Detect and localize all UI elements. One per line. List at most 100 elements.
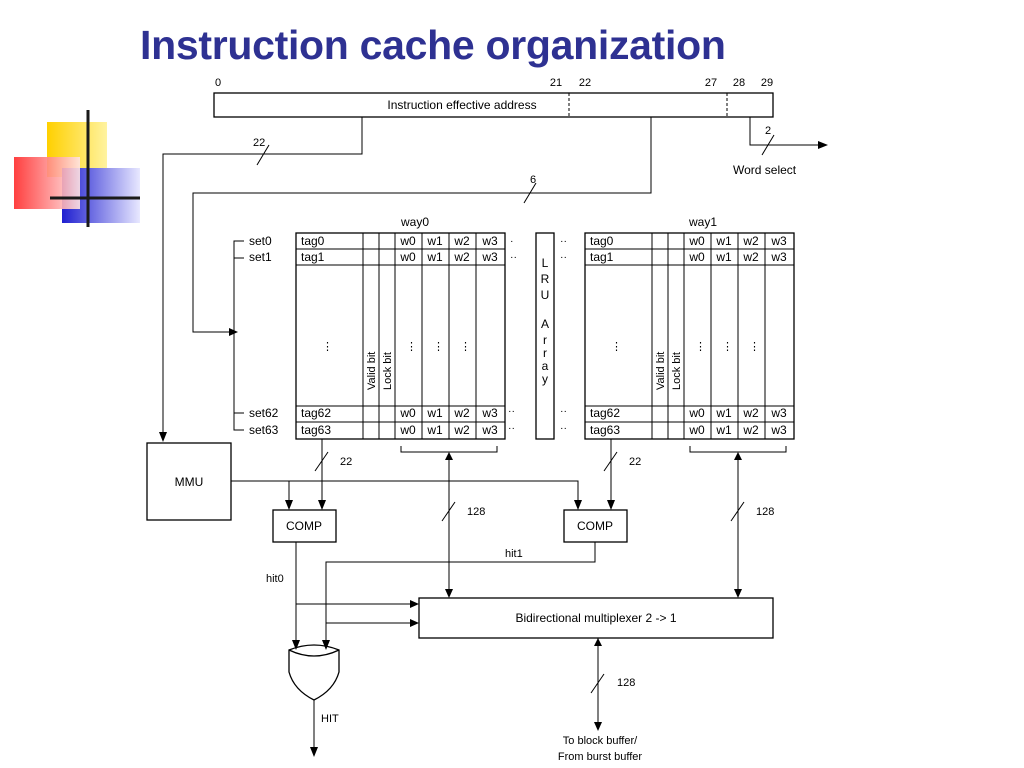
svg-text:··: ·· xyxy=(560,251,567,263)
way1-tag-output: 22 xyxy=(603,439,641,510)
way1-tag1: tag1 xyxy=(590,250,614,264)
svg-text:U: U xyxy=(541,288,550,302)
way1-label: way1 xyxy=(688,215,717,229)
svg-text:⋮: ⋮ xyxy=(611,341,622,353)
way1-word-row-62: w0 w1 w2 w3 xyxy=(688,406,787,420)
svg-text:w2: w2 xyxy=(453,250,470,264)
svg-text:w2: w2 xyxy=(742,406,759,420)
svg-text:w3: w3 xyxy=(481,234,498,248)
way1-ellipsis: ⋮ ⋮ ⋮ ⋮ xyxy=(611,341,760,353)
svg-text:⋮: ⋮ xyxy=(460,341,471,353)
svg-text:··: ·· xyxy=(560,405,567,417)
bit-29: 29 xyxy=(761,77,773,89)
bit-21: 21 xyxy=(550,77,562,89)
svg-text:⋮: ⋮ xyxy=(406,341,417,353)
hit1-signal: hit1 xyxy=(322,542,596,650)
svg-text:··: ·· xyxy=(560,422,567,434)
set1-label: set1 xyxy=(249,250,272,264)
svg-text:w3: w3 xyxy=(770,234,787,248)
lru-array: L R U A r r a y ·· ·· ·· ·· xyxy=(535,232,567,440)
svg-text:w0: w0 xyxy=(688,234,705,248)
mmu-block: MMU xyxy=(146,442,232,521)
output-bus: 128 To block buffer/ From burst buffer xyxy=(558,638,642,763)
svg-text:w2: w2 xyxy=(453,406,470,420)
or-gate: HIT xyxy=(288,644,340,757)
hit1-label: hit1 xyxy=(505,548,523,560)
multiplexer: Bidirectional multiplexer 2 -> 1 xyxy=(418,597,774,639)
svg-text:w3: w3 xyxy=(481,250,498,264)
mmu-label: MMU xyxy=(175,475,204,489)
hit0-signal: hit0 xyxy=(266,542,419,650)
svg-text:⋮: ⋮ xyxy=(722,341,733,353)
comp0-label: COMP xyxy=(286,519,322,533)
way0-word-row-1: w0 w1 w2 w3 xyxy=(399,250,498,264)
svg-text:w0: w0 xyxy=(399,423,416,437)
svg-text:··: ·· xyxy=(560,235,567,247)
svg-text:w1: w1 xyxy=(426,250,443,264)
svg-text:y: y xyxy=(542,372,548,386)
svg-text:w1: w1 xyxy=(426,406,443,420)
bit-22: 22 xyxy=(579,77,591,89)
set0-label: set0 xyxy=(249,234,272,248)
svg-text:⋮: ⋮ xyxy=(749,341,760,353)
svg-text:⋮: ⋮ xyxy=(322,341,333,353)
way0-ellipsis: ⋮ ⋮ ⋮ ⋮ xyxy=(322,341,471,353)
svg-text:w0: w0 xyxy=(688,250,705,264)
set62-label: set62 xyxy=(249,406,279,420)
way0-word-row-0: w0 w1 w2 w3 xyxy=(399,234,498,248)
way0-word-row-63: w0 w1 w2 w3 xyxy=(399,423,498,437)
way0-array: way0 set0 set1 set62 set63 tag0 tag1 tag… xyxy=(249,215,517,440)
svg-text:w0: w0 xyxy=(688,406,705,420)
way0-label: way0 xyxy=(400,215,429,229)
way1-tag63: tag63 xyxy=(590,423,620,437)
svg-text:⋮: ⋮ xyxy=(695,341,706,353)
data-brackets xyxy=(400,446,787,453)
svg-text:w2: w2 xyxy=(742,423,759,437)
svg-text:R: R xyxy=(541,272,550,286)
svg-text:w3: w3 xyxy=(770,423,787,437)
svg-text:w0: w0 xyxy=(399,406,416,420)
word-bus-width: 2 xyxy=(765,125,771,137)
way1-tag-width: 22 xyxy=(629,456,641,468)
hit-label: HIT xyxy=(321,713,339,725)
way0-lock-bit: Lock bit xyxy=(382,352,394,390)
way0-data-bus: 128 xyxy=(441,452,485,598)
decorative-logo xyxy=(14,110,140,227)
mmu-output-bus xyxy=(231,480,582,510)
way0-tag0: tag0 xyxy=(301,234,325,248)
tag-bus-width: 22 xyxy=(253,137,265,149)
bit-27: 27 xyxy=(705,77,717,89)
svg-text:w3: w3 xyxy=(770,250,787,264)
svg-text:r: r xyxy=(543,333,547,347)
way1-word-row-1: w0 w1 w2 w3 xyxy=(688,250,787,264)
way1-tag0: tag0 xyxy=(590,234,614,248)
svg-text:w2: w2 xyxy=(742,250,759,264)
way0-tag-width: 22 xyxy=(340,456,352,468)
way0-tag63: tag63 xyxy=(301,423,331,437)
svg-text:w1: w1 xyxy=(715,423,732,437)
svg-text:·: · xyxy=(510,235,514,247)
svg-text:w1: w1 xyxy=(426,234,443,248)
svg-text:⋮: ⋮ xyxy=(433,341,444,353)
word-select-bus: 2 Word select xyxy=(733,117,828,177)
output-bus-width: 128 xyxy=(617,677,635,689)
svg-text:a: a xyxy=(542,359,549,373)
svg-text:A: A xyxy=(541,317,549,331)
address-register: Instruction effective address 0 21 22 27… xyxy=(213,77,774,118)
way0-tag-output: 22 xyxy=(314,439,352,510)
word-select-label: Word select xyxy=(733,163,797,177)
svg-text:L: L xyxy=(542,256,549,270)
svg-text:w0: w0 xyxy=(399,234,416,248)
logo-red-square xyxy=(14,157,80,209)
slide-title: Instruction cache organization xyxy=(140,22,726,68)
way0-valid-bit: Valid bit xyxy=(366,352,378,390)
way0-tag1: tag1 xyxy=(301,250,325,264)
svg-text:··: ·· xyxy=(510,251,517,263)
set-bracket xyxy=(233,240,244,431)
svg-text:w3: w3 xyxy=(770,406,787,420)
output-label-1: To block buffer/ xyxy=(563,735,638,747)
way1-array: way1 tag0 tag1 tag62 tag63 w0 w1 w2 w3 w… xyxy=(584,215,795,440)
set63-label: set63 xyxy=(249,423,279,437)
way1-lock-bit: Lock bit xyxy=(671,352,683,390)
